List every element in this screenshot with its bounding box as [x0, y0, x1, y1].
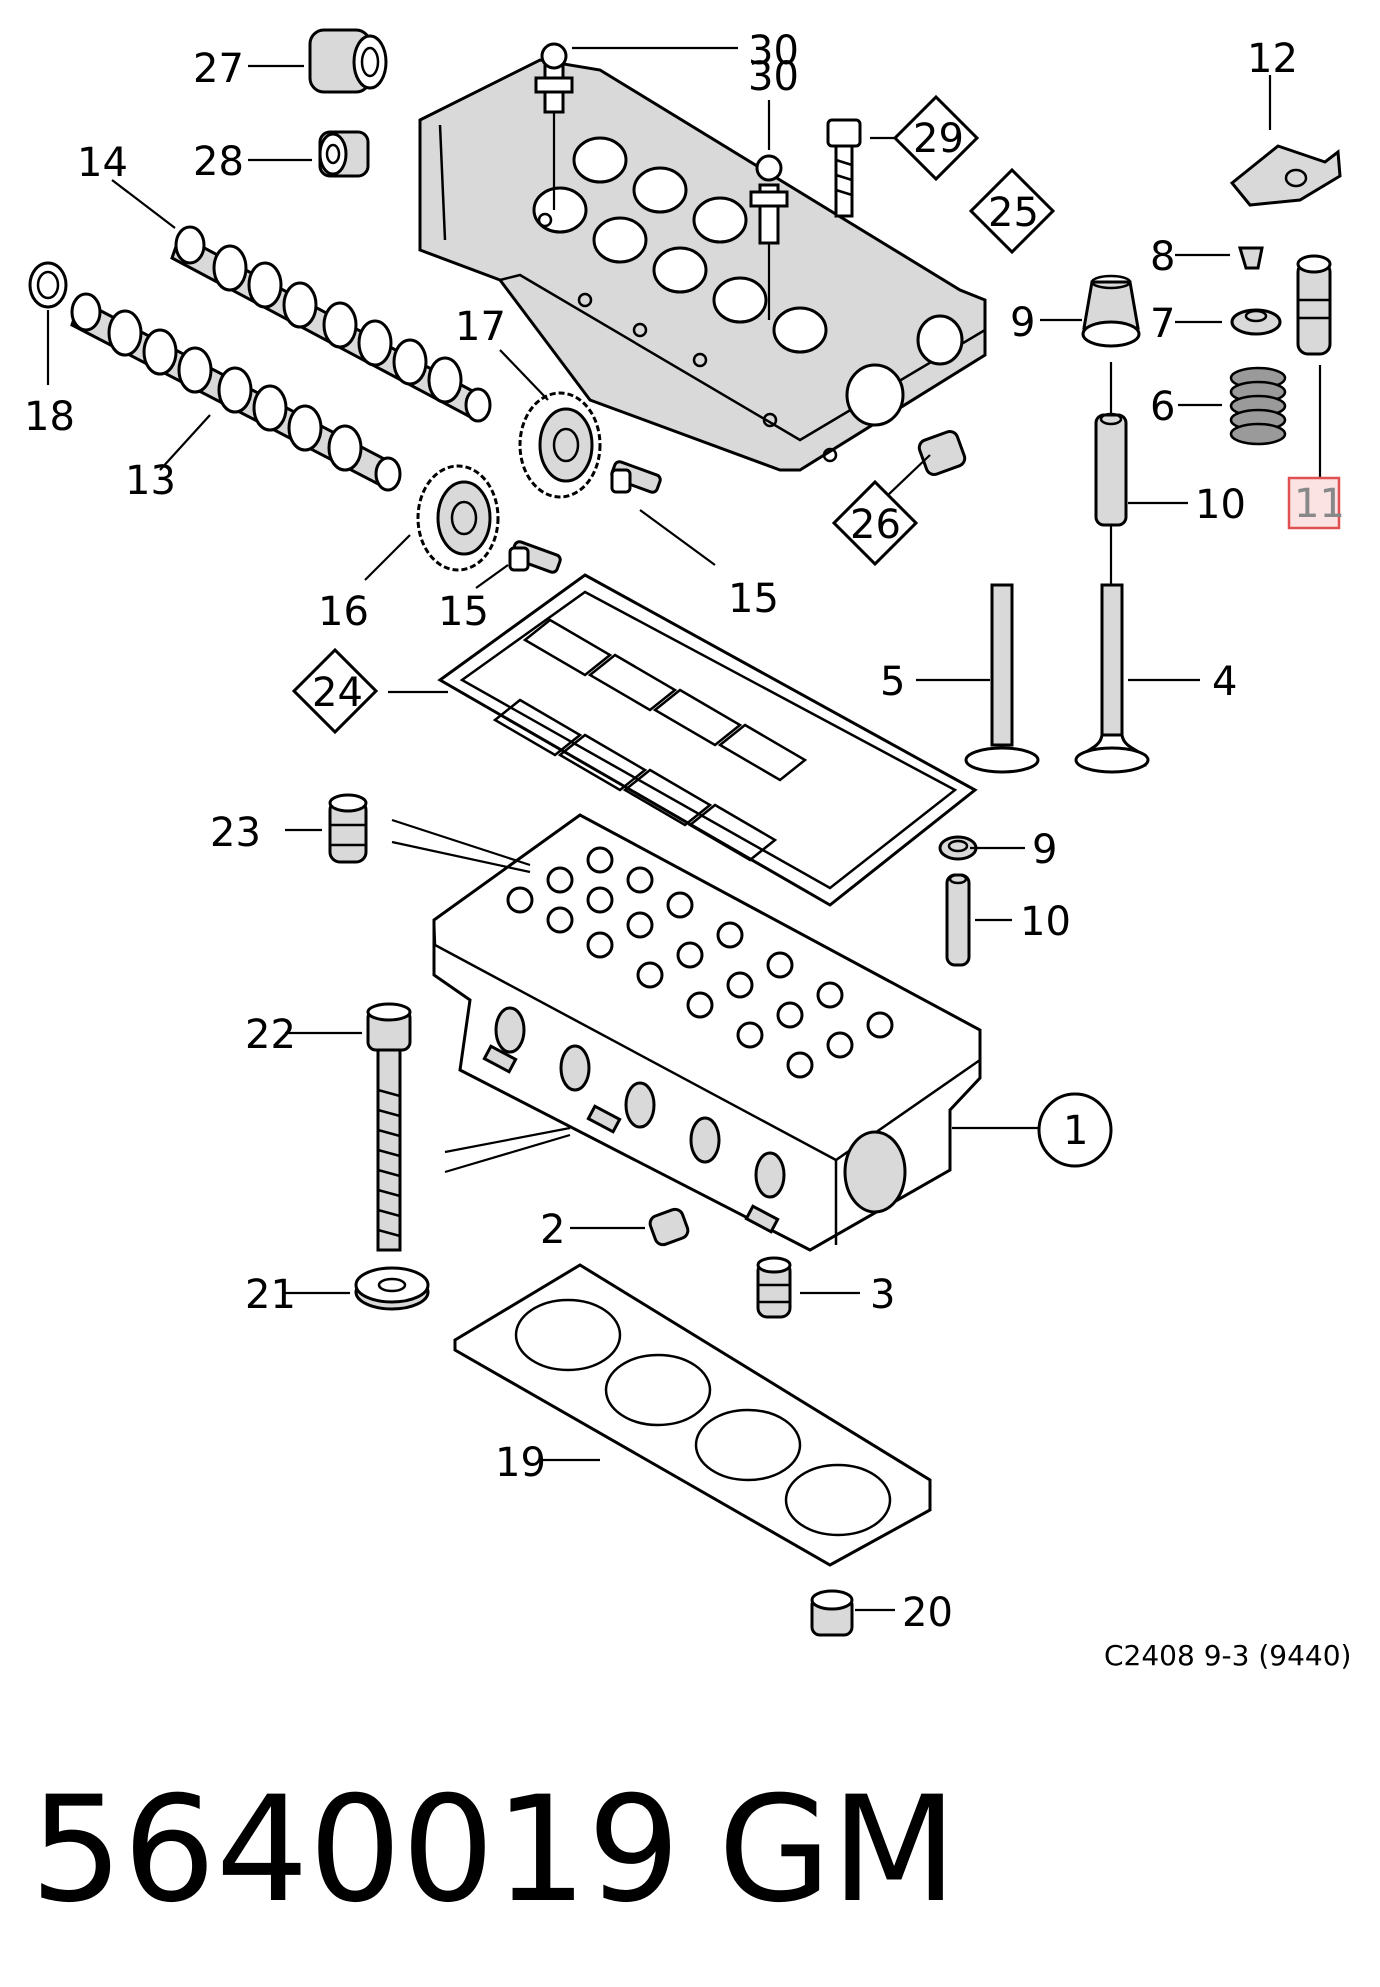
callout-highlight-11	[1287, 476, 1341, 530]
brand-name: GM	[718, 1765, 957, 1935]
callout-12: 12	[1247, 36, 1298, 82]
callout-frame-26	[831, 479, 919, 567]
callout-3: 3	[870, 1272, 895, 1318]
valve-5	[964, 583, 1040, 774]
washer-21	[354, 1266, 430, 1311]
callout-24: 24	[312, 670, 363, 716]
camshaft-14	[170, 225, 492, 423]
valve-stem-seal-9	[1081, 274, 1141, 348]
callout-5: 5	[880, 659, 905, 705]
valve-key-8	[1237, 246, 1264, 270]
callout-14: 14	[77, 140, 128, 186]
head-gasket-19	[453, 1263, 932, 1567]
callout-22: 22	[245, 1012, 296, 1058]
callout-18: 18	[24, 394, 75, 440]
hydraulic-lifter-11	[1296, 254, 1332, 480]
callout-19: 19	[495, 1440, 546, 1486]
bolt-15	[508, 460, 662, 574]
callout-26: 26	[850, 502, 901, 548]
callout-21: 21	[245, 1272, 296, 1318]
seal-18	[28, 261, 68, 309]
callout-23: 23	[210, 810, 261, 856]
part-number: 5640019	[30, 1765, 680, 1935]
plug-28	[318, 130, 370, 178]
callout-30b: 30	[748, 54, 799, 100]
callout-28: 28	[193, 139, 244, 185]
camshaft-housing	[418, 58, 987, 472]
head-bolt-22	[366, 1002, 571, 1252]
callout-29: 29	[913, 116, 964, 162]
callout-16: 16	[318, 589, 369, 635]
cylinder-head-1	[432, 813, 982, 1252]
plug-2	[648, 1207, 690, 1247]
bolt-29	[826, 118, 862, 218]
callout-4: 4	[1212, 659, 1237, 705]
callout-15b: 15	[438, 589, 489, 635]
cover-gasket-24	[437, 573, 978, 907]
sprocket-17	[518, 391, 602, 499]
valve-guide-10	[1094, 362, 1128, 585]
callout-10a: 10	[1195, 482, 1246, 528]
callout-17: 17	[455, 304, 506, 350]
callout-7: 7	[1150, 301, 1175, 347]
spring-retainer-7	[1230, 308, 1282, 336]
callout-13: 13	[125, 458, 176, 504]
bushing-27	[308, 28, 388, 94]
rocker-arm-12	[1229, 144, 1342, 207]
valve-spring-6	[1229, 366, 1287, 446]
stud-bolt-30	[534, 42, 789, 320]
dowel-3	[756, 1256, 792, 1319]
callout-labels: 27 28 30 30 29 25 12 14 18 13 17 16 15 1…	[24, 28, 1351, 1672]
callout-2: 2	[540, 1207, 565, 1253]
valve-guide-10b	[945, 873, 971, 967]
dowel-23	[328, 793, 531, 874]
callout-11: 11	[1294, 481, 1345, 527]
callout-9a: 9	[1010, 300, 1035, 346]
callout-27: 27	[193, 46, 244, 92]
reference-code: C2408 9-3 (9440)	[1104, 1639, 1351, 1672]
callout-frame-24	[291, 647, 379, 735]
bushing-20	[810, 1589, 854, 1637]
camshaft-13	[70, 292, 402, 492]
callout-frame-1	[1037, 1092, 1113, 1168]
valve-4	[1074, 583, 1150, 774]
callout-30a: 30	[748, 28, 799, 74]
bushing-26	[917, 429, 967, 477]
callout-20: 20	[902, 1590, 953, 1636]
callout-9b: 9	[1032, 827, 1057, 873]
callout-6: 6	[1150, 384, 1175, 430]
callout-15a: 15	[728, 576, 779, 622]
callout-10b: 10	[1020, 899, 1071, 945]
callout-25: 25	[988, 190, 1039, 236]
sprocket-16	[416, 464, 500, 572]
callout-frame-29	[892, 94, 980, 182]
leader-lines	[46, 46, 1272, 1612]
callout-8: 8	[1150, 234, 1175, 280]
callout-1: 1	[1063, 1108, 1088, 1154]
callout-frame-25	[968, 167, 1056, 255]
